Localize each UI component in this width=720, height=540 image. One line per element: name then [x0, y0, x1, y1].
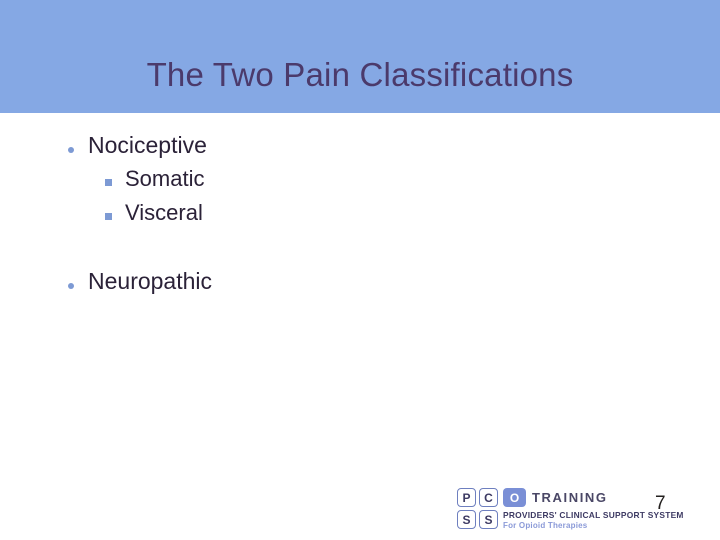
list-item: Nociceptive: [68, 128, 668, 162]
bullet-content: Nociceptive Somatic Visceral Neuropathic: [68, 128, 668, 298]
list-item-label: Somatic: [125, 166, 205, 191]
pcss-logo: P C S S O TRAINING PROVIDERS' CLINICAL S…: [457, 488, 684, 530]
list-group-spacer: [68, 230, 668, 264]
logo-letter-s1: S: [457, 510, 476, 529]
bullet-dot-icon: [68, 264, 88, 298]
list-item: Visceral: [105, 196, 668, 230]
page-number: 7: [655, 493, 666, 514]
logo-training-row: O TRAINING: [503, 488, 684, 507]
logo-letter-s2: S: [479, 510, 498, 529]
list-item: Neuropathic: [68, 264, 668, 298]
list-item-label: Neuropathic: [88, 268, 213, 294]
logo-tagline: For Opioid Therapies: [503, 521, 588, 530]
list-item: Somatic: [105, 162, 668, 196]
logo-training-word: TRAINING: [532, 490, 608, 505]
logo-letter-c: C: [479, 488, 498, 507]
list-item-label: Visceral: [125, 200, 203, 225]
bullet-dot-icon: [68, 128, 88, 162]
list-item-label: Nociceptive: [88, 132, 207, 158]
logo-text-block: O TRAINING PROVIDERS' CLINICAL SUPPORT S…: [503, 488, 684, 530]
logo-letter-p: P: [457, 488, 476, 507]
logo-org-line: PROVIDERS' CLINICAL SUPPORT SYSTEM: [503, 510, 684, 520]
page-title: The Two Pain Classifications: [146, 56, 574, 94]
logo-letter-grid: P C S S: [457, 488, 498, 529]
section-square-icon: [105, 196, 125, 230]
title-band: [0, 0, 720, 113]
logo-circle-o-icon: O: [503, 488, 526, 507]
section-square-icon: [105, 162, 125, 196]
